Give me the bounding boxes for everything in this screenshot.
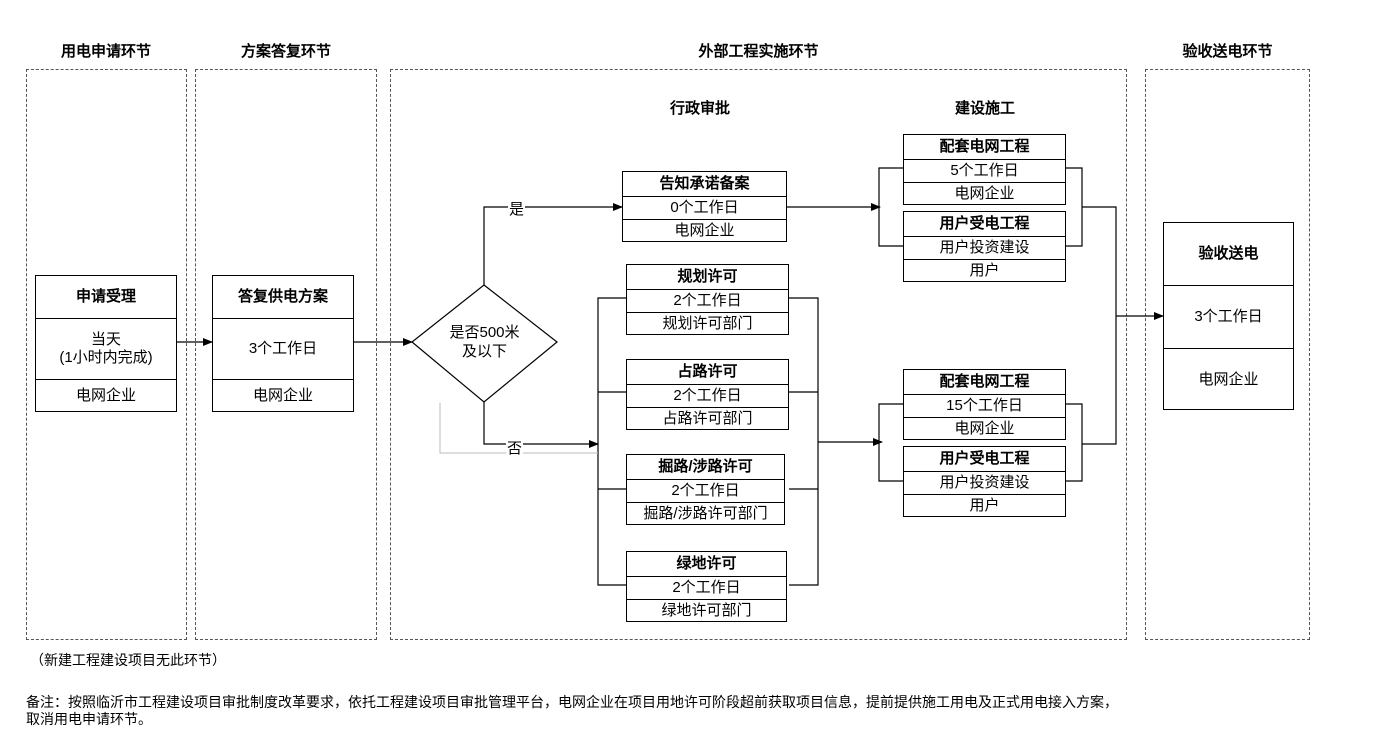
stage-title-external: 外部工程实施环节 <box>698 43 819 60</box>
permit-time: 2个工作日 <box>627 479 784 502</box>
permit-title: 绿地许可 <box>676 555 737 572</box>
grid-project-time: 15个工作日 <box>904 394 1065 417</box>
grid-project-box-bottom: 配套电网工程 15个工作日 电网企业 <box>903 369 1066 440</box>
remark: 备注：按照临沂市工程建设项目审批制度改革要求，依托工程建设项目审批管理平台，电网… <box>26 694 1366 728</box>
apply-party: 电网企业 <box>36 379 176 412</box>
branch-yes-label: 是 <box>508 198 526 219</box>
notice-party: 电网企业 <box>623 219 786 242</box>
permit-time: 2个工作日 <box>627 384 788 407</box>
permit-box-greenland: 绿地许可 2个工作日 绿地许可部门 <box>626 551 787 622</box>
permit-time: 2个工作日 <box>627 289 788 312</box>
user-project-party: 用户 <box>904 494 1065 517</box>
grid-project-title: 配套电网工程 <box>939 138 1030 155</box>
remark-line1: 备注：按照临沂市工程建设项目审批制度改革要求，依托工程建设项目审批管理平台，电网… <box>26 694 1118 710</box>
remark-line2: 取消用电申请环节。 <box>26 711 152 727</box>
stage-title-plan: 方案答复环节 <box>240 43 331 60</box>
permit-title: 占路许可 <box>677 363 738 380</box>
lane-plan <box>195 69 377 640</box>
permit-title: 规划许可 <box>677 268 738 285</box>
grid-project-title: 配套电网工程 <box>939 373 1030 390</box>
grid-project-time: 5个工作日 <box>904 159 1065 182</box>
permit-title: 掘路/涉路许可 <box>658 458 753 475</box>
plan-party: 电网企业 <box>213 379 353 412</box>
lane-external <box>390 69 1127 640</box>
apply-title: 申请受理 <box>75 288 136 305</box>
permit-box-excavation: 掘路/涉路许可 2个工作日 掘路/涉路许可部门 <box>626 454 785 525</box>
lane-apply <box>26 69 187 640</box>
permit-time: 2个工作日 <box>627 576 786 599</box>
plan-box: 答复供电方案 3个工作日 电网企业 <box>212 275 354 412</box>
accept-title: 验收送电 <box>1198 245 1259 262</box>
apply-box: 申请受理 当天 (1小时内完成) 电网企业 <box>35 275 177 412</box>
permit-party: 绿地许可部门 <box>627 599 786 622</box>
permit-party: 规划许可部门 <box>627 312 788 335</box>
decision-line2: 及以下 <box>461 343 507 360</box>
grid-project-box-top: 配套电网工程 5个工作日 电网企业 <box>903 134 1066 205</box>
grid-project-party: 电网企业 <box>904 417 1065 440</box>
subhead-admin: 行政审批 <box>669 100 730 117</box>
lane-footnote: （新建工程建设项目无此环节） <box>30 652 226 668</box>
accept-box: 验收送电 3个工作日 电网企业 <box>1163 222 1294 410</box>
decision-line1: 是否500米 <box>449 324 520 341</box>
permit-box-road: 占路许可 2个工作日 占路许可部门 <box>626 359 789 430</box>
user-project-box-top: 用户受电工程 用户投资建设 用户 <box>903 211 1066 282</box>
notice-box: 告知承诺备案 0个工作日 电网企业 <box>622 171 787 242</box>
permit-party: 占路许可部门 <box>627 407 788 430</box>
apply-time-line1: 当天 <box>90 331 121 348</box>
lane-accept <box>1145 69 1310 640</box>
user-project-party: 用户 <box>904 259 1065 282</box>
permit-party: 掘路/涉路许可部门 <box>627 502 784 525</box>
apply-time-line2: (1小时内完成) <box>59 349 153 366</box>
decision-text: 是否500米 及以下 <box>412 323 557 361</box>
subhead-construction: 建设施工 <box>954 100 1015 117</box>
stage-title-apply: 用电申请环节 <box>60 43 151 60</box>
user-project-time: 用户投资建设 <box>904 471 1065 494</box>
plan-time: 3个工作日 <box>213 318 353 379</box>
notice-title: 告知承诺备案 <box>659 175 750 192</box>
user-project-box-bottom: 用户受电工程 用户投资建设 用户 <box>903 446 1066 517</box>
grid-project-party: 电网企业 <box>904 182 1065 205</box>
stage-title-accept: 验收送电环节 <box>1182 43 1273 60</box>
accept-time: 3个工作日 <box>1164 285 1293 348</box>
branch-no-label: 否 <box>506 437 524 458</box>
notice-time: 0个工作日 <box>623 196 786 219</box>
user-project-title: 用户受电工程 <box>939 450 1030 467</box>
apply-time: 当天 (1小时内完成) <box>36 318 176 379</box>
permit-box-planning: 规划许可 2个工作日 规划许可部门 <box>626 264 789 335</box>
plan-title: 答复供电方案 <box>237 288 328 305</box>
accept-party: 电网企业 <box>1164 348 1293 410</box>
user-project-time: 用户投资建设 <box>904 236 1065 259</box>
user-project-title: 用户受电工程 <box>939 215 1030 232</box>
